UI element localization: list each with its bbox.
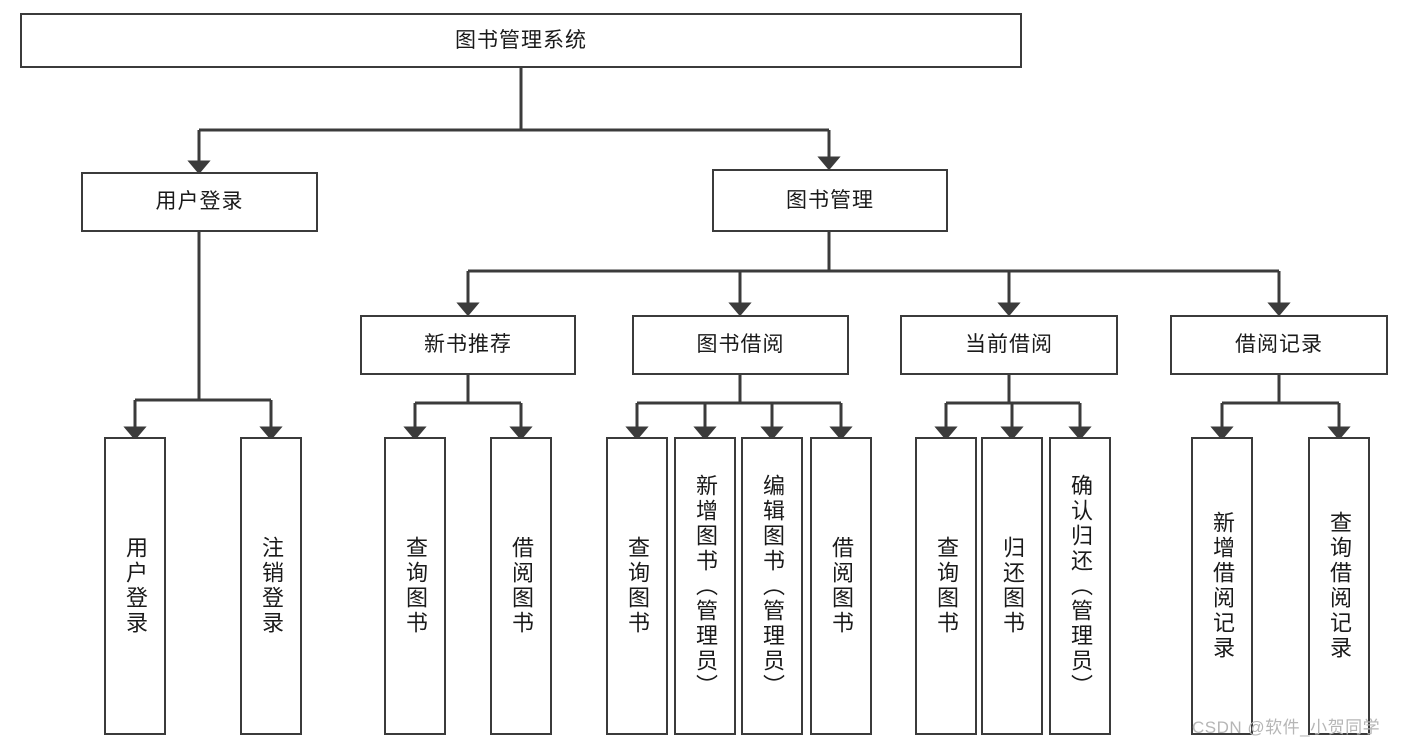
leaf-borrow-book-1[interactable]: 借阅图书: [490, 437, 552, 735]
leaf-add-record[interactable]: 新增借阅记录: [1191, 437, 1253, 735]
node-label: 新书推荐: [424, 333, 512, 357]
node-label: 当前借阅: [965, 333, 1053, 357]
node-label: 借阅记录: [1235, 333, 1323, 357]
node-new-book-recommend[interactable]: 新书推荐: [360, 315, 576, 375]
node-label: 新增借阅记录: [1210, 511, 1235, 661]
node-label: 借阅图书: [829, 536, 854, 636]
node-book-manage[interactable]: 图书管理: [712, 169, 948, 232]
node-label: 图书管理系统: [455, 28, 587, 52]
node-current-borrow[interactable]: 当前借阅: [900, 315, 1118, 375]
node-label: 图书借阅: [696, 333, 785, 357]
leaf-query-book-3[interactable]: 查询图书: [915, 437, 977, 735]
node-label: 查询图书: [625, 536, 650, 636]
node-label: 编辑图书（管理员）: [760, 473, 785, 699]
leaf-user-login[interactable]: 用户登录: [104, 437, 166, 735]
leaf-add-book[interactable]: 新增图书（管理员）: [674, 437, 736, 735]
node-label: 查询借阅记录: [1327, 511, 1352, 661]
node-label: 用户登录: [123, 536, 148, 636]
node-user-login[interactable]: 用户登录: [81, 172, 318, 232]
node-book-management-system[interactable]: 图书管理系统: [20, 13, 1022, 68]
node-label: 新增图书（管理员）: [693, 473, 718, 699]
node-label: 用户登录: [155, 190, 244, 214]
leaf-query-book-2[interactable]: 查询图书: [606, 437, 668, 735]
leaf-borrow-book-2[interactable]: 借阅图书: [810, 437, 872, 735]
node-label: 图书管理: [786, 188, 874, 212]
leaf-query-record[interactable]: 查询借阅记录: [1308, 437, 1370, 735]
leaf-query-book-1[interactable]: 查询图书: [384, 437, 446, 735]
leaf-confirm-return[interactable]: 确认归还（管理员）: [1049, 437, 1111, 735]
node-label: 确认归还（管理员）: [1068, 473, 1093, 699]
leaf-logout-login[interactable]: 注销登录: [240, 437, 302, 735]
node-label: 归还图书: [1000, 536, 1025, 636]
node-label: 借阅图书: [509, 536, 534, 636]
node-book-borrow[interactable]: 图书借阅: [632, 315, 849, 375]
leaf-return-book[interactable]: 归还图书: [981, 437, 1043, 735]
node-label: 查询图书: [403, 536, 428, 636]
node-label: 注销登录: [259, 536, 284, 636]
leaf-edit-book[interactable]: 编辑图书（管理员）: [741, 437, 803, 735]
node-label: 查询图书: [934, 536, 959, 636]
node-borrow-record[interactable]: 借阅记录: [1170, 315, 1388, 375]
